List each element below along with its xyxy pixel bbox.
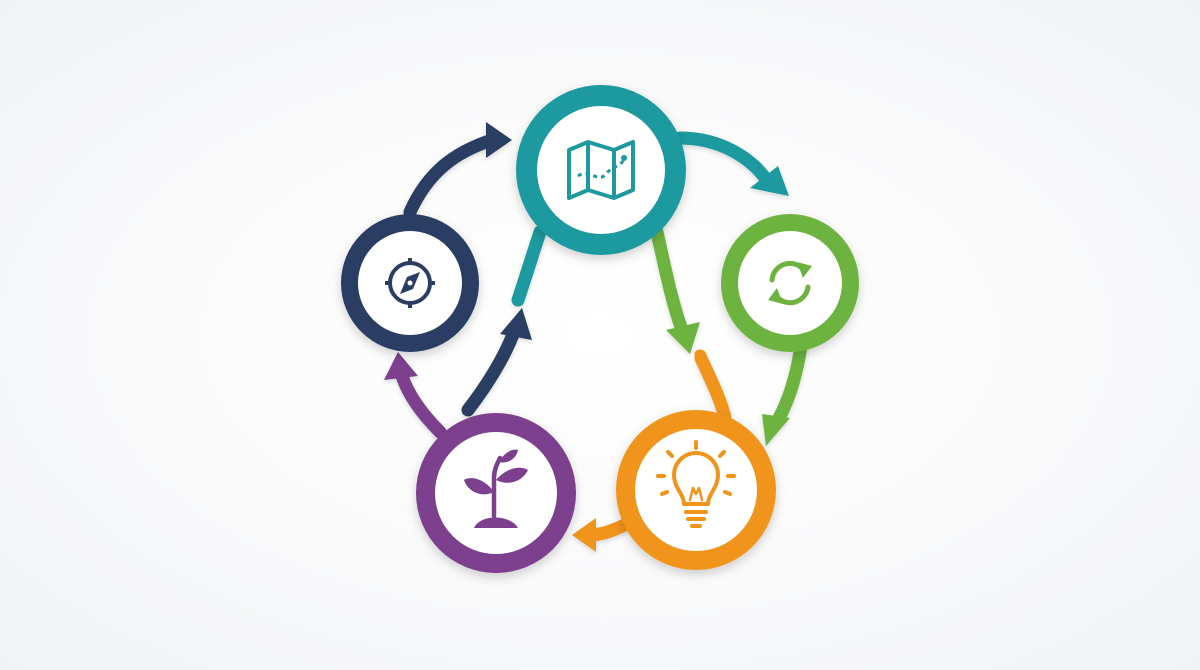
node-lightbulb[interactable] [616,410,776,570]
arrow-map-to-refresh [673,131,789,196]
arrow-refresh-to-lightbulb [762,331,809,446]
refresh-icon [768,260,812,306]
lightbulb-icon [656,440,736,528]
arrow-map-to-lightbulb [649,221,700,354]
arrow-compass-to-map [403,122,512,219]
nodes [341,85,859,573]
node-map[interactable] [516,85,686,255]
arrow-lightbulb-to-plant [572,515,637,552]
compass-icon [385,258,435,308]
node-compass[interactable] [341,214,479,352]
map-icon [567,140,635,200]
node-refresh[interactable] [721,214,859,352]
node-plant[interactable] [416,413,576,573]
arrow-plant-to-map [461,225,547,417]
plant-sprout-icon [464,449,528,528]
arrow-plant-to-compass [384,352,447,439]
